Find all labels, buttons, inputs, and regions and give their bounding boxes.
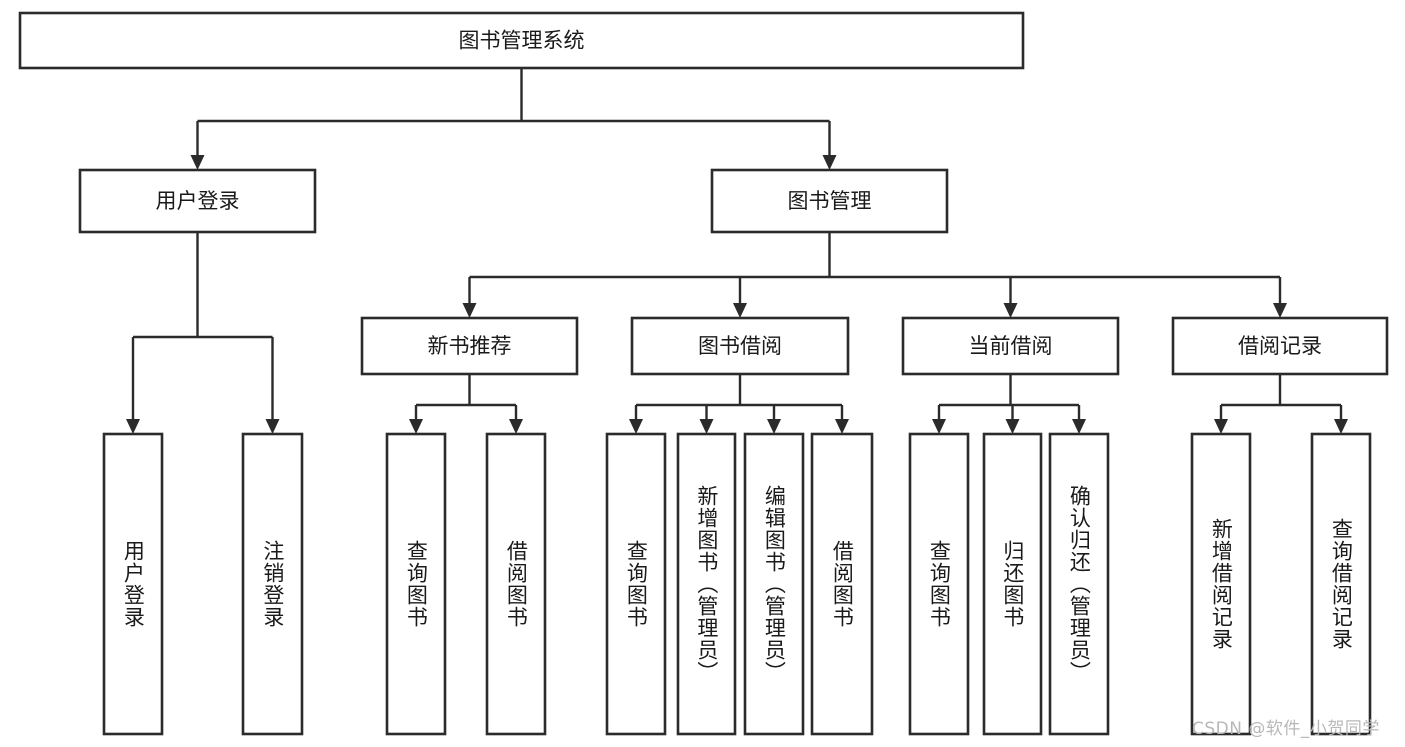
edge-arrowhead [699,419,714,434]
edge-arrowhead [1003,303,1018,318]
edge-arrowhead [190,155,205,170]
node-box-leaf-query-record[interactable] [1310,432,1372,736]
node-label-user-login: 用户登录 [156,189,240,213]
node-label-root: 图书管理系统 [459,29,585,53]
node-box-leaf-confirm-return[interactable] [1048,432,1110,736]
edge-arrowhead [509,419,523,434]
edge-arrowhead [1005,419,1020,434]
node-box-leaf-add-book[interactable] [676,432,737,736]
node-box-leaf-user-login[interactable] [102,432,164,736]
node-box-book-manage[interactable] [710,168,949,234]
node-box-leaf-query-book-cb[interactable] [908,432,970,736]
connectors-layer [126,68,1348,434]
node-label-current-borrow: 当前借阅 [969,334,1053,358]
node-box-new-book-rec[interactable] [360,316,579,376]
node-box-borrow-record[interactable] [1171,316,1389,376]
node-label-new-book-rec: 新书推荐 [428,334,512,358]
node-box-current-borrow[interactable] [901,316,1120,376]
boxes-layer [18,11,1389,736]
node-box-leaf-logout[interactable] [241,432,304,736]
edge-arrowhead [1334,419,1348,434]
edge-arrowhead [629,419,643,434]
csdn-watermark: CSDN @软件_小贺同学 [1192,719,1380,739]
node-box-leaf-add-record[interactable] [1190,432,1252,736]
node-label-book-borrow: 图书借阅 [698,334,782,358]
node-box-leaf-return-book[interactable] [982,432,1043,736]
node-box-book-borrow[interactable] [630,316,850,376]
node-box-root[interactable] [18,11,1025,70]
node-label-book-manage: 图书管理 [788,189,872,213]
edge-arrowhead [265,419,280,434]
edge-arrowhead [1072,419,1086,434]
node-label-borrow-record: 借阅记录 [1238,334,1322,358]
node-box-leaf-borrow-book-bb[interactable] [810,432,874,736]
edge-arrowhead [822,155,837,170]
edge-arrowhead [1214,419,1228,434]
edge-arrowhead [835,419,849,434]
edge-arrowhead [932,419,946,434]
edge-arrowhead [733,303,747,318]
edge-arrowhead [462,303,477,318]
edge-arrowhead [126,419,140,434]
node-box-leaf-query-book-rec[interactable] [385,432,447,736]
node-box-leaf-query-book-bb[interactable] [605,432,667,736]
edge-arrowhead [1273,303,1287,318]
node-box-leaf-borrow-book-rec[interactable] [485,432,547,736]
edge-arrowhead [409,419,423,434]
edge-arrowhead [767,419,781,434]
node-box-user-login[interactable] [78,168,317,234]
node-box-leaf-edit-book[interactable] [743,432,805,736]
